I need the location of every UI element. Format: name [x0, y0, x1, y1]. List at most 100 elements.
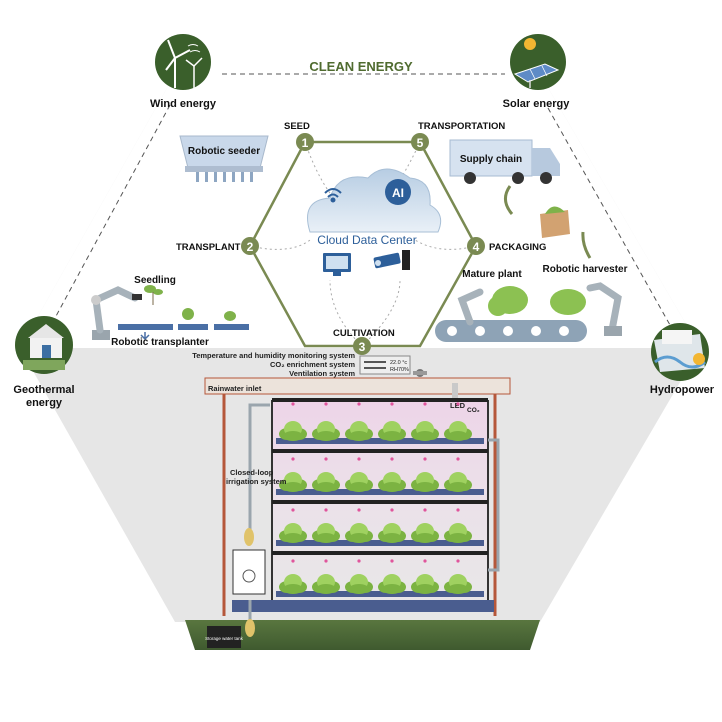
closed-loop-label-1: Closed-loop: [230, 468, 274, 477]
led-dot: [291, 508, 295, 512]
lettuce-icon: [378, 574, 406, 594]
lettuce-icon: [279, 523, 307, 543]
step-transplant: 2: [241, 237, 259, 255]
lettuce-icon: [444, 574, 472, 594]
step-transportation: 5: [411, 133, 429, 151]
step-cultivation-label: CULTIVATION: [333, 328, 395, 339]
step-cultivation: 3: [353, 337, 371, 355]
supply-chain-truck-icon: [449, 139, 560, 184]
lettuce-icon: [312, 574, 340, 594]
led-dot: [357, 457, 361, 461]
led-dot: [357, 559, 361, 563]
wifi-icon: [324, 188, 342, 203]
clean-energy-title: CLEAN ENERGY: [309, 59, 413, 74]
fan-icon: [413, 369, 427, 377]
building-roof: [204, 377, 511, 395]
led-dot: [357, 508, 361, 512]
svg-text:2: 2: [247, 240, 254, 254]
led-dot: [291, 457, 295, 461]
ventilation-label: Ventilation system: [289, 369, 355, 378]
lettuce-icon: [378, 472, 406, 492]
lettuce-icon: [279, 472, 307, 492]
storage-tank-icon: [207, 619, 255, 648]
geothermal-icon: [15, 316, 73, 374]
tray-4: [276, 591, 484, 597]
lettuce-icon: [312, 523, 340, 543]
hydropower-icon: [651, 323, 709, 381]
lettuce-icon: [312, 421, 340, 441]
temp-humidity-label: Temperature and humidity monitoring syst…: [192, 351, 355, 360]
robotic-transplanter-arm-icon: [91, 286, 142, 340]
co2-label: CO₂: [467, 407, 480, 414]
robotic-seeder-icon: [179, 135, 269, 182]
step-seed-label: SEED: [284, 121, 310, 132]
robotic-harvester-arm-icon: [457, 282, 622, 336]
storage-tank-label: Storage water tank: [205, 636, 244, 641]
mature-plant-icon: [488, 286, 586, 316]
solar-energy-label: Solar energy: [503, 98, 571, 110]
lettuce-icon: [378, 523, 406, 543]
cloud-data-center: AI Cloud Data Center: [307, 168, 442, 276]
seedling-icon: [144, 285, 163, 305]
ground: [185, 620, 540, 650]
lettuce-icon: [444, 523, 472, 543]
step-packaging-label: PACKAGING: [489, 242, 546, 253]
led-dot: [357, 402, 361, 406]
shelf-2: [272, 449, 488, 453]
monitor-icon: [323, 253, 351, 276]
led-dot: [423, 457, 427, 461]
lettuce-icon: [345, 574, 373, 594]
led-dot: [390, 457, 394, 461]
svg-text:3: 3: [359, 340, 366, 354]
geothermal-label-1: Geothermal: [13, 384, 74, 396]
led-dot: [390, 508, 394, 512]
camera-icon: [373, 250, 410, 270]
lettuce-icon: [345, 421, 373, 441]
ventilation-duct: [452, 383, 458, 403]
lettuce-icon: [411, 472, 439, 492]
led-dot: [456, 508, 460, 512]
led-dot: [324, 402, 328, 406]
led-dot: [291, 559, 295, 563]
led-dot: [291, 402, 295, 406]
closed-loop-label-2: irrigation system: [226, 477, 287, 486]
robotic-harvester-label: Robotic harvester: [542, 264, 627, 275]
led-dot: [324, 457, 328, 461]
lettuce-icon: [345, 523, 373, 543]
led-dot: [456, 559, 460, 563]
robotic-transplanter-label: Robotic transplanter: [111, 337, 209, 348]
lettuce-icon: [279, 421, 307, 441]
robotic-seeder-label: Robotic seeder: [188, 146, 260, 157]
conveyor-belt-icon: [435, 320, 587, 342]
temperature-readout: 22.0 °c: [390, 360, 407, 366]
tray-2: [276, 489, 484, 495]
led-dot: [324, 508, 328, 512]
tray-3: [276, 540, 484, 546]
step-seed: 1: [296, 133, 314, 151]
lettuce-icon: [444, 472, 472, 492]
energy-connectors: [54, 73, 671, 326]
package-box-icon: [540, 206, 570, 238]
lettuce-icon: [378, 421, 406, 441]
control-panel: 22.0 °c RH70%: [359, 355, 411, 375]
svg-text:5: 5: [417, 136, 424, 150]
seedling-label: Seedling: [134, 275, 176, 286]
solar-panel-icon: [510, 34, 566, 90]
svg-text:4: 4: [473, 240, 480, 254]
hydropower-label: Hydropower: [650, 384, 715, 396]
shelf-3: [272, 500, 488, 504]
tray-1: [276, 438, 484, 444]
ai-badge-icon: [385, 179, 411, 205]
humidity-readout: RH70%: [390, 367, 409, 373]
lettuce-icon: [411, 421, 439, 441]
supply-chain-label: Supply chain: [460, 154, 522, 165]
led-dot: [390, 559, 394, 563]
led-dot: [456, 402, 460, 406]
lettuce-icon: [411, 574, 439, 594]
led-dot: [390, 402, 394, 406]
led-dot: [324, 559, 328, 563]
irrigation-unit-icon: [232, 528, 266, 595]
step-packaging: 4: [467, 237, 485, 255]
lettuce-icon: [279, 574, 307, 594]
